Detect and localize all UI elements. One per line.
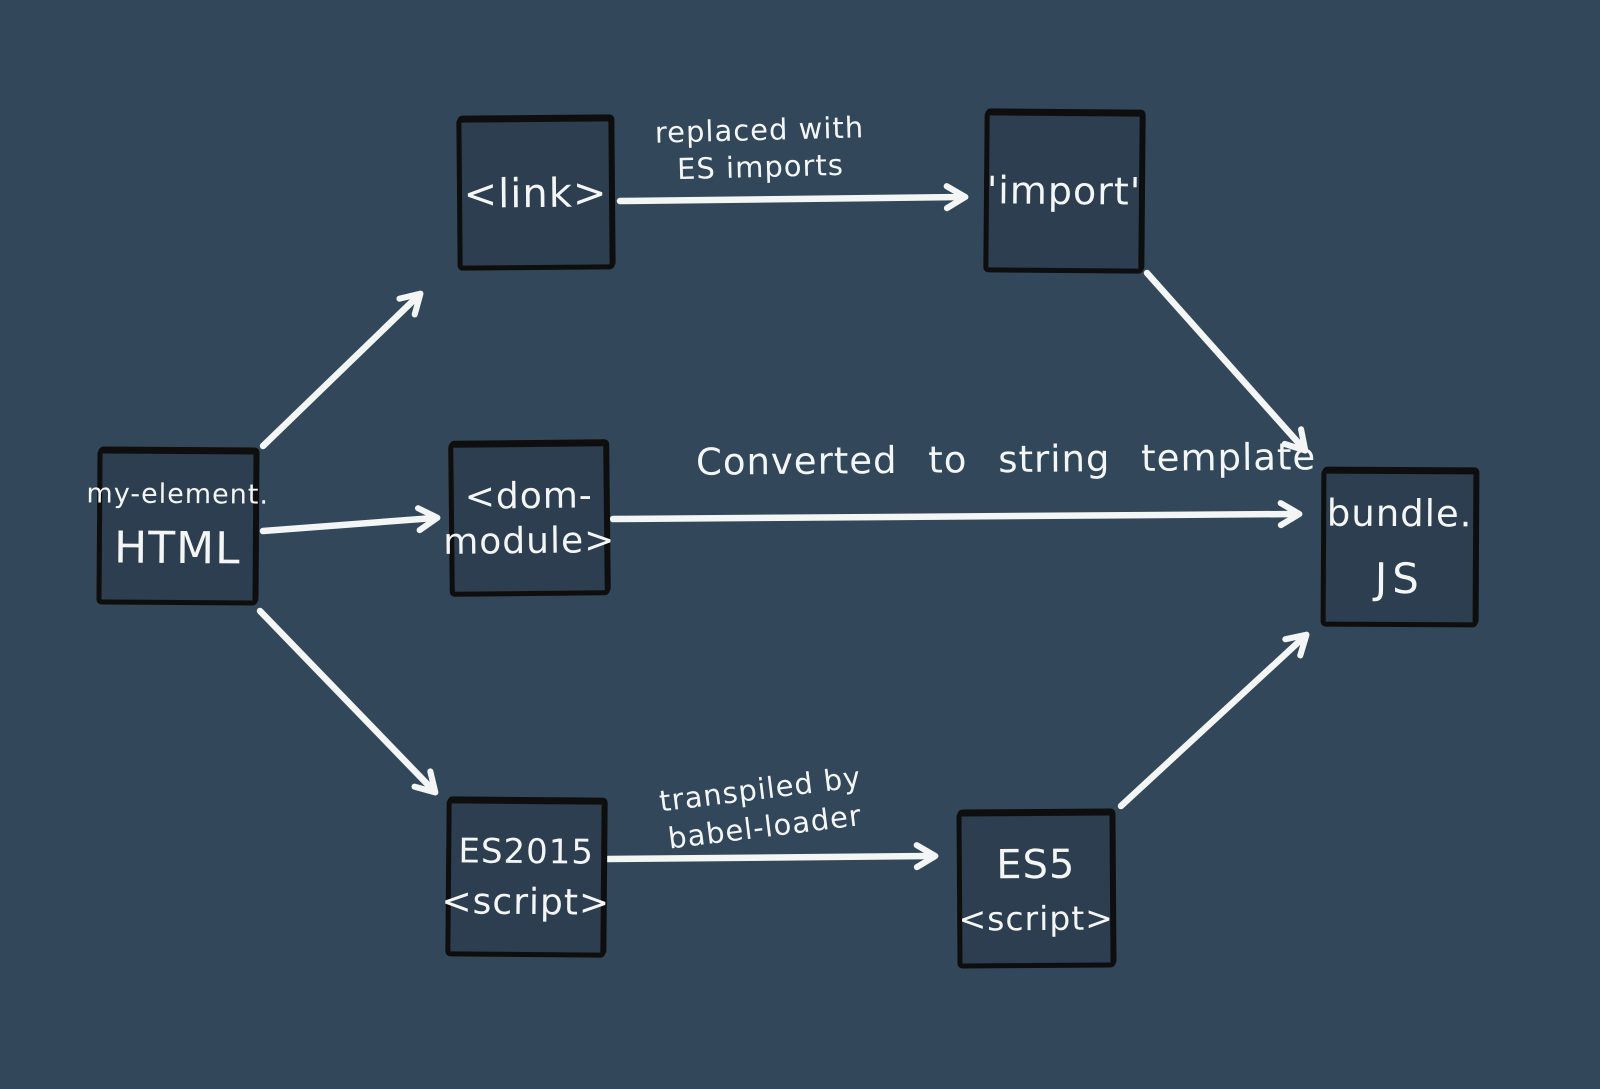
node-link-tag: <link> bbox=[456, 116, 615, 271]
node-label-line2: <script> bbox=[441, 881, 611, 924]
node-label-line2: module> bbox=[442, 520, 616, 563]
node-es2015-script: ES2015 <script> bbox=[441, 798, 610, 958]
edge-label-line1: Converted to string template bbox=[695, 435, 1317, 484]
edge-label-replaced-with-es-imports: replaced with ES imports bbox=[629, 109, 891, 190]
arrow-my-element-to-link bbox=[259, 290, 424, 450]
node-dom-module-tag: <dom- module> bbox=[443, 441, 615, 597]
arrow-my-element-to-dom-module bbox=[259, 505, 441, 535]
arrow-es2015-to-es5 bbox=[604, 842, 939, 871]
edge-label-line1: replaced with bbox=[654, 110, 865, 150]
arrow-my-element-to-es2015 bbox=[256, 607, 439, 796]
node-my-element-html: my-element. HTML bbox=[86, 448, 269, 606]
node-es5-script: ES5 <script> bbox=[956, 810, 1116, 969]
arrow-dom-module-to-bundle bbox=[609, 500, 1303, 529]
node-label-line1: my-element. bbox=[86, 477, 270, 511]
node-label: 'import' bbox=[986, 168, 1142, 214]
arrow-import-to-bundle bbox=[1143, 269, 1309, 454]
edge-label-converted-to-string-template: Converted to string template bbox=[696, 435, 1317, 483]
node-label-line2: HTML bbox=[113, 522, 241, 575]
node-label: <link> bbox=[463, 169, 608, 218]
node-label-line1: bundle. bbox=[1326, 491, 1473, 536]
node-label-line2: JS bbox=[1374, 553, 1424, 604]
edge-label-line2: ES imports bbox=[676, 147, 845, 187]
node-label-line2: <script> bbox=[958, 898, 1114, 939]
node-label-line1: ES2015 bbox=[458, 831, 595, 873]
arrow-es5-to-bundle bbox=[1117, 631, 1310, 810]
node-import-statement: 'import' bbox=[983, 110, 1145, 274]
node-label-line1: <dom- bbox=[464, 475, 594, 518]
node-bundle-js: bundle. JS bbox=[1320, 468, 1479, 628]
arrow-link-to-import bbox=[616, 183, 969, 212]
node-label-line1: ES5 bbox=[996, 841, 1076, 889]
